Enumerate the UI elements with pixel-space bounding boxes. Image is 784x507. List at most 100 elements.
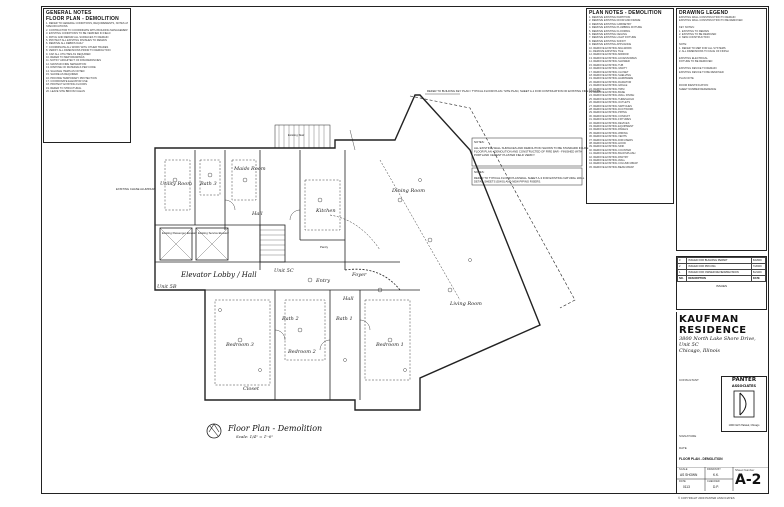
room-label-kitchen: Kitchen [315, 208, 336, 214]
room-label-bath1: Bath 1 [335, 316, 353, 322]
firm-name-2: ASSOCIATES [731, 384, 757, 388]
room-label-maids: Maids Room [233, 166, 266, 172]
room-label-hall-2: Hall [342, 296, 354, 302]
notes-label-2: NOTES: [474, 170, 485, 174]
general-note-line: 6. REMOVE ALL DEBRIS DAILY [46, 42, 84, 46]
plan-note-line: 5. REMOVE EXISTING FLOORING [589, 29, 631, 33]
legend-line: 2. ALL DIMENSIONS TO FACE OF FINISH [679, 50, 729, 54]
plan-note-line: 21. REMOVE EXISTING GRILLE [589, 84, 628, 88]
room-label-bedroom1: Bedroom 1 [375, 342, 404, 348]
room-label-unit-5b: Unit 5B [157, 284, 177, 290]
plan-note-line: 1. REMOVE EXISTING PARTITION [589, 16, 631, 19]
project-name-line-2: RESIDENCE [679, 325, 747, 336]
plan-note-line: 23. REMOVE EXISTING BASE [589, 90, 626, 94]
plan-note-line: 45. REMOVE EXISTING BEAM WRAP [589, 165, 634, 169]
room-label-utility: Utility Room [160, 181, 192, 187]
plan-note-a: ALL EXISTING WALL SURFACES AND DEMOLITIO… [474, 146, 589, 157]
plan-note-line: 27. REMOVE EXISTING SWITCHES [589, 104, 632, 108]
legend-line: 3. NEW CONSTRUCTION [679, 36, 710, 40]
room-label-entry: Entry [315, 278, 330, 284]
label-pantry: Pantry [320, 245, 329, 249]
general-notes-panel: GENERAL NOTES FLOOR PLAN - DEMOLITION 1.… [43, 8, 131, 143]
plan-note-line: 43. REMOVE EXISTING WALL [589, 159, 626, 163]
general-note-line: 4. PATCH AND REPAIR ALL SURFACES TO REMA… [46, 35, 109, 39]
signature-label: SIGNATURE [679, 434, 697, 438]
date-field-label: DATE [679, 480, 686, 483]
general-note-line: 14. SALVAGE ITEMS AS NOTED [46, 69, 85, 73]
legend-line: 2. EXISTING TO BE REMOVED [679, 33, 717, 37]
plan-note-line: 32. REMOVE EXISTING DEVICES [589, 121, 630, 125]
legend-line: 1. REFER TO MEP FOR ALL SYSTEMS [679, 46, 726, 50]
sheet-number-label: Sheet Number [735, 468, 755, 472]
general-note-line: 19. REFER TO STRUCTURAL [46, 86, 82, 90]
general-notes-title: GENERAL NOTES FLOOR PLAN - DEMOLITION [46, 10, 119, 22]
plan-note-line: 28. REMOVE EXISTING DUCTWORK [589, 107, 634, 111]
general-note-line: 1. REFER TO GENERAL CONDITIONS, REQUIREM… [46, 22, 128, 25]
label-service-elevator: Existing Service Elevator [198, 231, 229, 235]
revision-label: ISSUES [715, 284, 727, 288]
room-label-closet: Closet [243, 386, 260, 392]
plan-note-line: 16. REMOVE EXISTING VANITY [589, 67, 628, 71]
legend-line: EXISTING DEVICE TO BE REMOVED [679, 70, 724, 74]
general-note-line: 8. VERIFY ALL DIMENSIONS PRIOR TO DEMOLI… [46, 49, 111, 53]
legend-line: PLAN NOTE [679, 77, 694, 81]
plan-note-line: 13. REMOVE EXISTING ACCESSORIES [589, 56, 637, 60]
general-note-line: 3. EXISTING CONDITIONS TO BE VERIFIED IN… [46, 32, 111, 36]
general-note-line: 12. MAINTAIN FIRE SEPARATION [46, 62, 87, 66]
plan-note-line: 44. REMOVE EXISTING COLUMN WRAP [589, 162, 638, 166]
plan-note-line: 24. REMOVE EXISTING WALL FINISH [589, 94, 635, 98]
plan-note-line: 12. REMOVE EXISTING MIRROR [589, 53, 629, 57]
legend-line: SHEET NUMBER REFERENCE [679, 87, 717, 91]
legend-line: EXISTING WALL CONSTRUCTION TO BE REMOVED [679, 19, 743, 23]
scale-value: AS SHOWN [680, 473, 698, 477]
title-block: KAUFMAN RESIDENCE 3800 North Lake Shore … [676, 312, 768, 494]
sheet-number: A-2 [735, 472, 762, 488]
plan-note-line: 20. REMOVE EXISTING RADIATOR [589, 80, 632, 84]
label-passenger-elevator: Existing Passenger Elevator [162, 231, 197, 235]
plan-note-line: 35. REMOVE EXISTING WIRING [589, 131, 628, 135]
plan-note-b: REFER TO TYPICAL FLOOR PLAN/WALL SHEET A… [474, 176, 585, 184]
chase-note: EXISTING CHASE ALUMINUM [116, 187, 156, 191]
plan-note-line: 30. REMOVE EXISTING CONDUIT [589, 114, 630, 118]
legend-line: 1. EXISTING TO REMAIN [679, 29, 710, 33]
firm-logo-mark-icon [733, 390, 755, 418]
general-note-line: 18. PROTECT EXISTING FLOORS [46, 83, 87, 87]
sheet-title: FLOOR PLAN - DEMOLITION [679, 457, 723, 461]
sheet-border [41, 6, 769, 494]
plan-note-line: 22. REMOVE EXISTING TRIM [589, 87, 625, 91]
plan-note-line: 11. REMOVE EXISTING TILE [589, 50, 624, 54]
plan-note-line: 38. REMOVE EXISTING HOOD [589, 142, 626, 146]
room-label-living: Living Room [449, 301, 482, 307]
room-label-bedroom3: Bedroom 3 [225, 342, 254, 348]
general-note-line: 11. NOTIFY ARCHITECT OF DISCREPANCIES [46, 59, 102, 63]
general-note-line: 7. COORDINATE ALL WORK WITH OTHER TRADES [46, 45, 109, 49]
plan-notes-title: PLAN NOTES - DEMOLITION [589, 10, 662, 16]
project-address-line-1: 3800 North Lake Shore Drive, [679, 336, 756, 342]
firm-logo: PANTER ASSOCIATES 1000 North Halsted, Ch… [721, 376, 767, 432]
legend-line: ROOM IDENTIFICATION [679, 84, 709, 88]
room-label-bath3: Bath 3 [199, 181, 217, 187]
plan-scale: Scale: 1/4" = 1'-0" [236, 434, 274, 439]
date-field-value: 0113 [683, 485, 690, 489]
date-label: DATE [679, 446, 687, 450]
plan-note-line: 41. REMOVE EXISTING BACKSPLASH [589, 152, 636, 156]
label-existing-stair: Existing Stair [288, 133, 304, 137]
plan-note-line: 40. REMOVE EXISTING COUNTER [589, 148, 631, 152]
general-note-line: 5. PROTECT ALL EXISTING FINISHES TO REMA… [46, 39, 107, 43]
plan-notes-panel: PLAN NOTES - DEMOLITION 1. REMOVE EXISTI… [586, 8, 674, 204]
project-address-line-3: Chicago, Illinois [679, 348, 720, 354]
drawn-by-value: K.K. [713, 473, 720, 477]
general-note-line: 16. PROVIDE TEMPORARY PROTECTION [46, 76, 97, 80]
revision-header-cell: DESCRIPTION [686, 275, 752, 282]
plan-note-line: 9. REMOVE EXISTING APPLIANCE [589, 43, 632, 47]
checked-value: D.P. [713, 485, 719, 489]
general-notes-list: 1. REFER TO GENERAL CONDITIONS, REQUIREM… [46, 22, 128, 94]
plan-note-line: 10. REMOVE EXISTING MILLWORK [589, 46, 632, 50]
plan-note-line: 42. REMOVE EXISTING PANTRY [589, 155, 629, 159]
firm-name-1: PANTER [731, 377, 757, 383]
room-label-elevator-lobby: Elevator Lobby / Hall [180, 271, 257, 279]
